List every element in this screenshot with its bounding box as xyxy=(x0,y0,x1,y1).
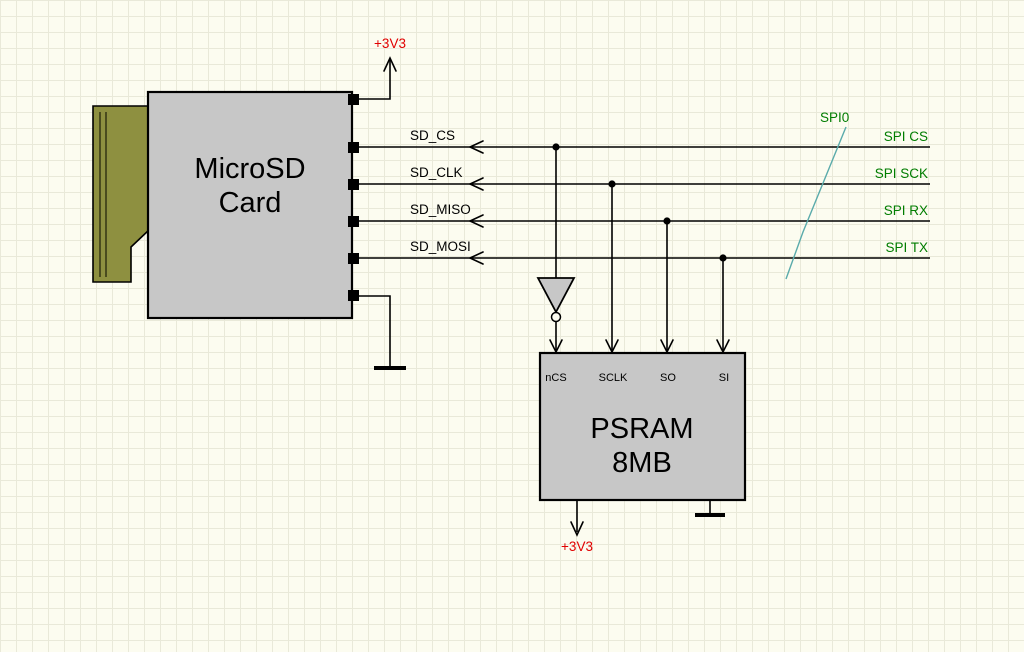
microsd-pin-miso xyxy=(348,216,359,227)
microsd-component: MicroSD Card xyxy=(146,90,359,320)
net-label-sd-cs: SD_CS xyxy=(410,128,455,143)
psram-label-line1: PSRAM xyxy=(590,413,693,445)
net-sd-clk: SD_CLK SPI SCK xyxy=(359,165,930,191)
power-label-bottom: +3V3 xyxy=(561,539,593,554)
microsd-label-line2: Card xyxy=(219,187,282,219)
psram-component: nCS SCLK SO SI PSRAM 8MB xyxy=(538,351,747,502)
psram-pin-label-si: SI xyxy=(719,372,729,384)
wire-sclk-drop xyxy=(605,184,619,354)
microsd-pin-mosi xyxy=(348,253,359,264)
microsd-card-icon xyxy=(92,105,151,283)
power-flag-top: +3V3 xyxy=(359,36,406,100)
net-label-spi-rx: SPI RX xyxy=(884,203,928,218)
bus-label-spi0: SPI0 xyxy=(820,110,849,125)
net-label-sd-clk: SD_CLK xyxy=(410,165,463,180)
microsd-pin-vcc xyxy=(348,94,359,105)
net-label-spi-tx: SPI TX xyxy=(885,240,928,255)
ground-symbol-microsd xyxy=(359,295,406,370)
wire-so-drop xyxy=(660,221,674,354)
wire-si-drop xyxy=(716,258,730,354)
spi-bus: SPI0 xyxy=(785,110,849,280)
psram-pin-label-ncs: nCS xyxy=(545,372,566,384)
net-sd-mosi: SD_MOSI SPI TX xyxy=(359,239,930,265)
microsd-label-line1: MicroSD xyxy=(194,153,305,185)
net-label-spi-sck: SPI SCK xyxy=(875,166,928,181)
microsd-pin-cs xyxy=(348,142,359,153)
ground-symbol-psram xyxy=(695,500,725,517)
microsd-pin-clk xyxy=(348,179,359,190)
power-flag-bottom: +3V3 xyxy=(561,500,593,554)
power-label-top: +3V3 xyxy=(374,36,406,51)
inverter-gate xyxy=(536,147,576,354)
psram-label-line2: 8MB xyxy=(612,447,672,479)
net-sd-cs: SD_CS SPI CS xyxy=(359,128,930,154)
psram-pin-label-so: SO xyxy=(660,372,676,384)
net-label-sd-mosi: SD_MOSI xyxy=(410,239,471,254)
inverter-bubble xyxy=(550,311,562,323)
microsd-pin-gnd xyxy=(348,290,359,301)
net-label-spi-cs: SPI CS xyxy=(884,129,928,144)
net-sd-miso: SD_MISO SPI RX xyxy=(359,202,930,228)
psram-pin-label-sclk: SCLK xyxy=(599,372,628,384)
net-label-sd-miso: SD_MISO xyxy=(410,202,471,217)
